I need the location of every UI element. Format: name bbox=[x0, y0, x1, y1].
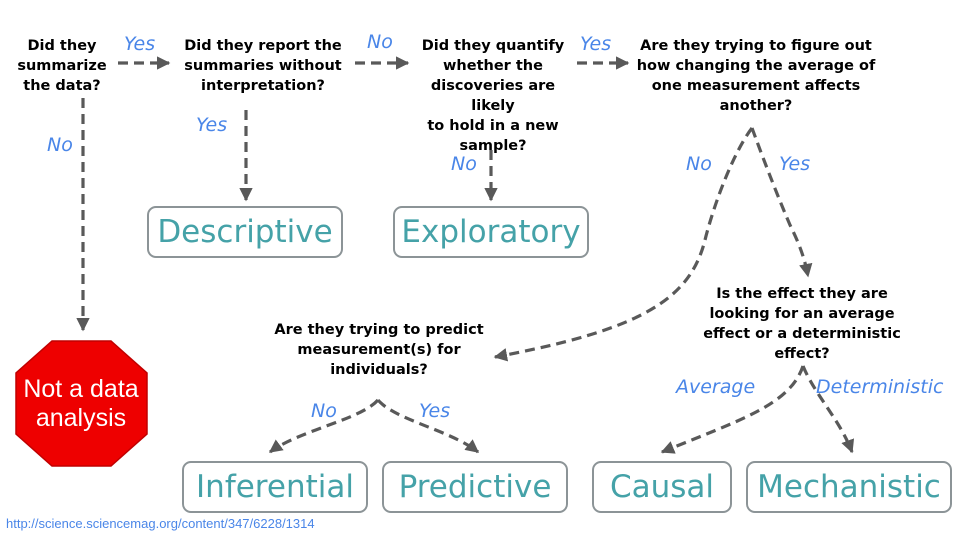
source-link[interactable]: http://science.sciencemag.org/content/34… bbox=[6, 516, 315, 531]
question-predict: Are they trying to predict measurement(s… bbox=[274, 322, 484, 378]
question-average: Are they trying to figure out how changi… bbox=[636, 38, 876, 114]
label-average-no: No bbox=[686, 153, 712, 175]
result-inferential: Inferential bbox=[182, 461, 368, 513]
question-quantify: Did they quantify whether the discoverie… bbox=[421, 38, 565, 154]
arrow-effect-to-causal bbox=[660, 365, 805, 454]
result-exploratory: Exploratory bbox=[393, 206, 589, 258]
arrow-predict-to-inferential bbox=[268, 398, 380, 454]
result-causal: Causal bbox=[592, 461, 732, 513]
label-quantify-yes: Yes bbox=[580, 33, 612, 55]
label-average-yes: Yes bbox=[779, 153, 811, 175]
label-report-no: No bbox=[367, 31, 393, 53]
label-summarize-yes: Yes bbox=[124, 33, 156, 55]
label-effect-deterministic: Deterministic bbox=[816, 376, 944, 398]
arrow-effect-to-mechanistic bbox=[801, 365, 855, 454]
result-mechanistic: Mechanistic bbox=[746, 461, 952, 513]
label-predict-yes: Yes bbox=[419, 400, 451, 422]
result-predictive: Predictive bbox=[382, 461, 568, 513]
question-effect: Is the effect they are looking for an av… bbox=[703, 286, 901, 362]
question-summarize: Did they summarize the data? bbox=[17, 38, 107, 94]
label-report-yes: Yes bbox=[196, 114, 228, 136]
label-predict-no: No bbox=[311, 400, 337, 422]
stop-sign-label: Not a data analysis bbox=[23, 375, 139, 432]
arrow-average-yes-to-effect bbox=[750, 127, 813, 278]
label-quantify-no: No bbox=[451, 153, 477, 175]
arrow-average-no-to-predict bbox=[493, 127, 754, 362]
label-summarize-no: No bbox=[47, 134, 73, 156]
label-effect-average: Average bbox=[676, 376, 756, 398]
stop-sign-icon bbox=[15, 340, 148, 467]
arrow-predict-to-predictive bbox=[376, 398, 480, 454]
result-descriptive: Descriptive bbox=[147, 206, 343, 258]
question-report: Did they report the summaries without in… bbox=[184, 38, 342, 94]
